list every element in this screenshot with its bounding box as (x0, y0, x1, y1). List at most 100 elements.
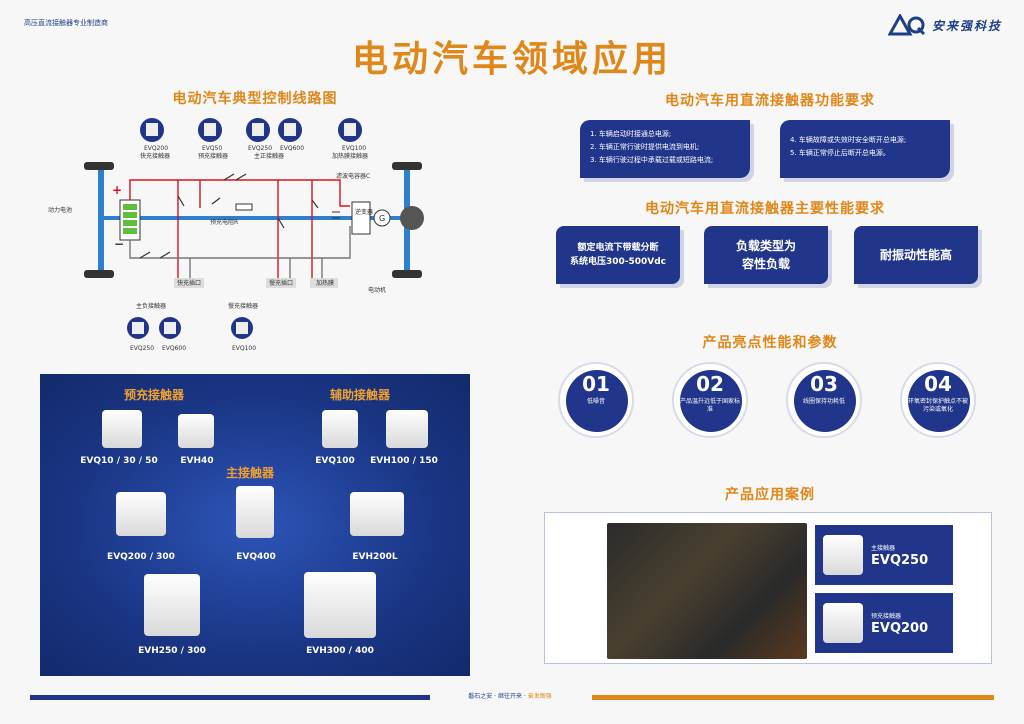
perf-req-box-3: 耐振动性能高 (854, 226, 978, 284)
relay-image (322, 410, 358, 448)
case-photo (607, 523, 807, 659)
precharge-group-title: 预充接触器 (124, 388, 185, 402)
highlights-title: 产品亮点性能和参数 (702, 335, 838, 351)
product-label: EVH40 (180, 456, 214, 466)
brand-mark-icon (887, 14, 926, 36)
product-label: EVQ200 / 300 (107, 552, 175, 562)
function-req-item: 2. 车辆正常行驶时提供电流到电机; (590, 143, 700, 151)
top-part-3-name: 主正接触器 (254, 152, 284, 160)
generator-icon (373, 209, 391, 227)
footer-bar-orange (592, 695, 994, 700)
aux-group-title: 辅助接触器 (330, 388, 391, 402)
circuit-title: 电动汽车典型控制线路图 (172, 91, 338, 107)
product-label: EVH100 / 150 (370, 456, 438, 466)
product-panel: 预充接触器 辅助接触器 主接触器 EVQ10 / 30 / 50 EVH40 E… (40, 374, 470, 676)
perf-req-box-1: 额定电流下带载分断 系统电压300-500Vdc (556, 226, 680, 284)
top-part-3-model2: EVQ600 (280, 145, 304, 152)
function-req-item: 4. 车辆故障或失效时安全断开总电源; (790, 136, 907, 144)
footer-bar-blue (30, 695, 430, 700)
circuit-diagram: EVQ200 快充接触器 EVQ50 预充接触器 EVQ250 EVQ600 主… (48, 118, 424, 352)
bottom-part-1-model: EVQ250 (130, 345, 154, 352)
footer-slogan: 磐石之安 · 继往开来 · 奋发图强 (468, 693, 552, 700)
product-label: EVH200L (352, 552, 398, 562)
function-req-title: 电动汽车用直流接触器功能要求 (665, 93, 875, 109)
function-req-item: 1. 车辆启动时接通总电源; (590, 130, 672, 138)
case-type: 主接触器 (871, 545, 896, 552)
product-label: EVQ10 / 30 / 50 (80, 456, 158, 466)
relay-image (823, 535, 863, 575)
top-contactor-icons (140, 118, 362, 142)
relay-image (304, 572, 376, 638)
highlight-text: 环氧密封保护触点不被污染或氧化 (908, 398, 969, 413)
top-part-2-name: 预充接触器 (198, 152, 228, 160)
positive-bus (129, 179, 350, 278)
precharge-resistor (235, 203, 253, 211)
footer-text-3: 奋发图强 (527, 693, 552, 700)
negative-bus (129, 226, 351, 278)
minus-sign: − (114, 237, 124, 251)
highlight-item-2: 02 产品温升远低于国家标准 (672, 362, 748, 438)
top-part-1-name: 快充接触器 (140, 152, 170, 160)
highlight-num: 02 (696, 372, 724, 396)
relay-image (350, 492, 404, 536)
top-left-tagline: 高压直流接触器专业制造商 (24, 19, 108, 27)
highlight-text: 产品温升远低于国家标准 (680, 398, 741, 413)
bottom-part-1-model2: EVQ600 (162, 345, 186, 352)
motor-label: 电动机 (368, 286, 386, 294)
slow-port-label: 慢充插口 (269, 279, 293, 287)
fast-port-label: 快充插口 (177, 279, 201, 287)
bottom-part-2-model: EVQ100 (232, 345, 256, 352)
perf-req-line: 耐振动性能高 (879, 248, 952, 262)
highlight-num: 01 (582, 372, 610, 396)
relay-image (236, 486, 274, 538)
top-part-4-name: 加热膜接触器 (332, 152, 368, 160)
cases-title: 产品应用案例 (725, 487, 815, 503)
product-label: EVH250 / 300 (138, 646, 206, 656)
heater-label: 加热膜 (316, 279, 334, 287)
inverter-box (351, 201, 371, 235)
contactor-switches (139, 173, 319, 259)
footer-text-2: 继往开来 (497, 693, 522, 700)
highlight-text: 线圈保持功耗低 (802, 398, 845, 405)
perf-req-line: 负载类型为 (735, 239, 796, 253)
bottom-part-1-name: 主负接触器 (136, 302, 166, 310)
perf-req-line: 额定电流下带载分断 (577, 243, 659, 253)
page-title: 电动汽车领域应用 (351, 39, 672, 80)
top-part-3-model: EVQ250 (248, 145, 272, 152)
motor-icon (400, 206, 424, 230)
product-label: EVQ100 (315, 456, 355, 466)
case-item-2: 预充接触器 EVQ200 (815, 593, 953, 653)
top-part-2-model: EVQ50 (202, 145, 222, 152)
generator-letter: G (379, 214, 385, 223)
top-part-1-model: EVQ200 (144, 145, 168, 152)
inverter-label: 逆变器 (355, 208, 373, 216)
perf-req-line: 系统电压300-500Vdc (569, 257, 667, 267)
highlight-text: 低噪音 (586, 398, 605, 405)
perf-req-box-2: 负载类型为 容性负载 (704, 226, 828, 284)
function-req-box-2: 4. 车辆故障或失效时安全断开总电源; 5. 车辆正常停止后断开总电源。 (780, 120, 950, 178)
highlight-num: 04 (924, 372, 952, 396)
case-model: EVQ200 (871, 621, 929, 636)
relay-image (386, 410, 428, 448)
product-label: EVH300 / 400 (306, 646, 374, 656)
perf-req-line: 容性负载 (741, 257, 790, 271)
function-req-item: 3. 车辆行驶过程中承载过载或短路电流; (590, 156, 714, 164)
precharge-resistor-label: 预充电阻R (210, 218, 238, 226)
function-req-item: 5. 车辆正常停止后断开总电源。 (790, 149, 890, 157)
battery-label: 动力电池 (48, 206, 72, 214)
case-type: 预充接触器 (871, 613, 902, 620)
relay-image (178, 414, 214, 448)
filter-cap-label: 滤波电容器C (336, 172, 370, 180)
perf-req-title: 电动汽车用直流接触器主要性能要求 (645, 201, 885, 217)
main-group-title: 主接触器 (226, 466, 275, 480)
highlight-num: 03 (810, 372, 838, 396)
relay-image (823, 603, 863, 643)
relay-image (144, 574, 200, 636)
cases-panel: 主接触器 EVQ250 预充接触器 EVQ200 (544, 512, 992, 664)
top-part-4-model: EVQ100 (342, 145, 366, 152)
highlight-item-4: 04 环氧密封保护触点不被污染或氧化 (900, 362, 976, 438)
bottom-part-2-name: 慢充接触器 (228, 302, 258, 310)
relay-image (116, 492, 166, 536)
product-label: EVQ400 (236, 552, 276, 562)
relay-image (102, 410, 142, 448)
